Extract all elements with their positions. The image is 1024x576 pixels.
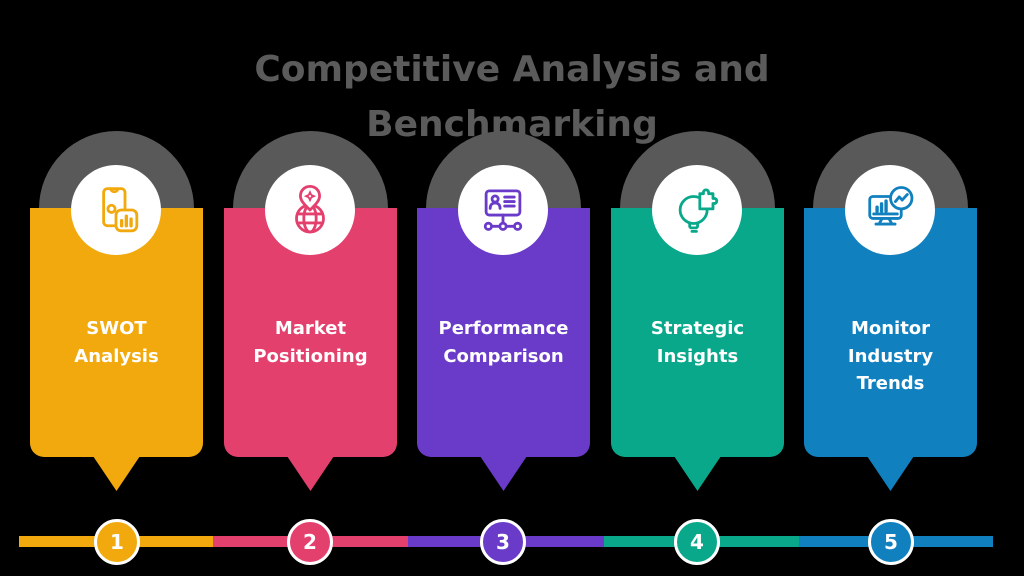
card-label-line: Positioning — [253, 345, 368, 367]
card-label-line: Industry — [847, 345, 934, 367]
step-card-monitor-industry-trends: Monitor Industry Trends — [804, 131, 977, 493]
step-number-text: 5 — [884, 530, 898, 554]
icon-circle — [71, 165, 161, 255]
icon-circle — [458, 165, 548, 255]
icon-circle — [845, 165, 935, 255]
card-pointer-tail — [480, 456, 527, 491]
title-line-1: Competitive Analysis and — [254, 49, 770, 90]
timeline-step-circle-4: 4 — [674, 519, 720, 565]
step-number-text: 2 — [303, 530, 317, 554]
step-card-performance-comparison: Performance Comparison — [417, 131, 590, 493]
phone-analytics-icon — [89, 183, 143, 237]
timeline-step-circle-3: 3 — [480, 519, 526, 565]
icon-circle — [652, 165, 742, 255]
timeline-step-circle-1: 1 — [94, 519, 140, 565]
monitor-trend-chart-icon — [863, 183, 917, 237]
card-pointer-tail — [867, 456, 914, 491]
card-label-line: Market — [274, 318, 347, 339]
card-label-line: SWOT — [86, 318, 147, 339]
card-label-line: Performance — [438, 318, 569, 339]
step-number-text: 4 — [690, 530, 704, 554]
card-label-line: Analysis — [74, 345, 159, 367]
card-label-line: Comparison — [443, 345, 564, 367]
infographic-title: Competitive Analysis and Benchmarking — [0, 42, 1024, 152]
card-label: Strategic Insights — [611, 315, 784, 370]
lightbulb-puzzle-icon — [670, 183, 724, 237]
step-card-market-positioning: Market Positioning — [224, 131, 397, 493]
card-label: Monitor Industry Trends — [804, 315, 977, 398]
card-pointer-tail — [674, 456, 721, 491]
timeline-step-circle-2: 2 — [287, 519, 333, 565]
step-number-text: 1 — [110, 530, 124, 554]
card-label: Market Positioning — [224, 315, 397, 370]
card-pointer-tail — [93, 456, 140, 491]
card-label-line: Monitor — [850, 318, 931, 339]
step-card-strategic-insights: Strategic Insights — [611, 131, 784, 493]
card-label-line: Insights — [656, 345, 739, 367]
icon-circle — [265, 165, 355, 255]
profile-card-network-icon — [476, 183, 530, 237]
card-pointer-tail — [287, 456, 334, 491]
globe-location-pin-icon — [283, 183, 337, 237]
card-label: Performance Comparison — [417, 315, 590, 370]
card-label-line: Trends — [856, 373, 925, 394]
card-label: SWOT Analysis — [30, 315, 203, 370]
card-label-line: Strategic — [650, 318, 745, 339]
step-card-swot-analysis: SWOT Analysis — [30, 131, 203, 493]
step-number-text: 3 — [496, 530, 510, 554]
timeline-step-circle-5: 5 — [868, 519, 914, 565]
